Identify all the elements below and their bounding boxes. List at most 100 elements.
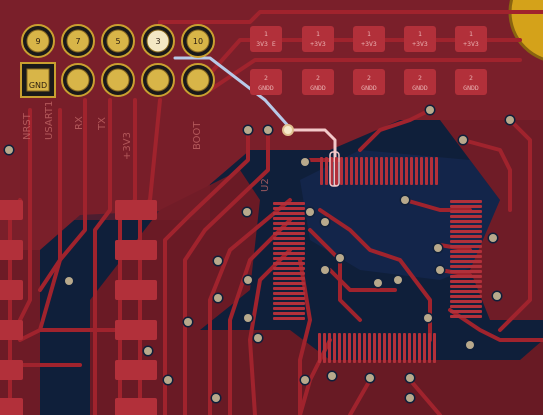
ic-pin[interactable]	[370, 157, 373, 185]
ic-pin[interactable]	[413, 333, 416, 363]
ic-pin[interactable]	[450, 245, 482, 248]
ic-pin[interactable]	[328, 333, 331, 363]
ic-pin[interactable]	[273, 227, 305, 230]
via[interactable]	[434, 244, 442, 252]
ic-pin[interactable]	[273, 212, 305, 215]
ic-pin[interactable]	[420, 157, 423, 185]
ic-pin[interactable]	[450, 220, 482, 223]
header-pin-bottom[interactable]	[181, 63, 215, 97]
via[interactable]	[506, 116, 514, 124]
ic-pin[interactable]	[418, 333, 421, 363]
smd-pad-top[interactable]: 1+3V3	[302, 26, 334, 52]
ic-pin[interactable]	[450, 265, 482, 268]
ic-pin[interactable]	[380, 157, 383, 185]
ic-pin[interactable]	[450, 270, 482, 273]
ic-pin[interactable]	[450, 210, 482, 213]
ic-pin[interactable]	[318, 333, 321, 363]
ic-pin[interactable]	[273, 267, 305, 270]
via[interactable]	[436, 266, 444, 274]
ic-pin[interactable]	[273, 302, 305, 305]
ic-pin[interactable]	[333, 333, 336, 363]
via[interactable]	[493, 292, 501, 300]
via[interactable]	[489, 234, 497, 242]
ic-pin[interactable]	[360, 157, 363, 185]
ic-pin[interactable]	[408, 333, 411, 363]
via[interactable]	[244, 126, 252, 134]
smd-pad-top[interactable]: 1+3V3	[455, 26, 487, 52]
ic-pin[interactable]	[273, 272, 305, 275]
ic-pin[interactable]	[435, 157, 438, 185]
via[interactable]	[212, 394, 220, 402]
ic-pin[interactable]	[273, 237, 305, 240]
ic-pin[interactable]	[273, 262, 305, 265]
via[interactable]	[306, 208, 314, 216]
via[interactable]	[244, 314, 252, 322]
ic-pin[interactable]	[273, 207, 305, 210]
via[interactable]	[243, 208, 251, 216]
via[interactable]	[401, 196, 409, 204]
ic-pin[interactable]	[273, 317, 305, 320]
ic-pin[interactable]	[450, 250, 482, 253]
ic-pin[interactable]	[450, 285, 482, 288]
via[interactable]	[424, 314, 432, 322]
ic-pin[interactable]	[273, 202, 305, 205]
ic-pin[interactable]	[450, 300, 482, 303]
ic-pin[interactable]	[273, 252, 305, 255]
ic-pin[interactable]	[273, 232, 305, 235]
via[interactable]	[254, 334, 262, 342]
ic-pin[interactable]	[393, 333, 396, 363]
ic-pin[interactable]	[273, 217, 305, 220]
via[interactable]	[426, 106, 434, 114]
via[interactable]	[394, 276, 402, 284]
via[interactable]	[366, 374, 374, 382]
ic-pin[interactable]	[320, 157, 323, 185]
ic-pin[interactable]	[450, 280, 482, 283]
header-pin-bottom[interactable]	[141, 63, 175, 97]
ic-pin[interactable]	[450, 260, 482, 263]
ic-pin[interactable]	[273, 312, 305, 315]
ic-pin[interactable]	[273, 292, 305, 295]
via[interactable]	[336, 254, 344, 262]
ic-pin[interactable]	[383, 333, 386, 363]
header-pin-top[interactable]: 3	[141, 24, 175, 58]
ic-pin[interactable]	[415, 157, 418, 185]
ic-pin[interactable]	[395, 157, 398, 185]
via[interactable]	[214, 257, 222, 265]
ic-pin[interactable]	[385, 157, 388, 185]
header-pin-top[interactable]: 10	[181, 24, 215, 58]
ic-pin[interactable]	[388, 333, 391, 363]
ic-pin[interactable]	[450, 235, 482, 238]
ic-pin[interactable]	[450, 295, 482, 298]
ic-pin[interactable]	[450, 230, 482, 233]
ic-pin[interactable]	[343, 333, 346, 363]
ic-pin[interactable]	[378, 333, 381, 363]
ic-pin[interactable]	[358, 333, 361, 363]
header-pin-bottom[interactable]	[101, 63, 135, 97]
via[interactable]	[406, 394, 414, 402]
via[interactable]	[5, 146, 13, 154]
left-smd-pads[interactable]	[0, 200, 157, 415]
ic-pin[interactable]	[450, 200, 482, 203]
ic-pin[interactable]	[273, 222, 305, 225]
selected-via[interactable]	[282, 124, 294, 136]
via[interactable]	[144, 347, 152, 355]
ic-pin[interactable]	[365, 157, 368, 185]
ic-pin[interactable]	[450, 305, 482, 308]
header-pin-bottom[interactable]: GND	[20, 62, 56, 98]
ic-pin[interactable]	[430, 157, 433, 185]
ic-pin[interactable]	[273, 247, 305, 250]
ic-pin[interactable]	[450, 275, 482, 278]
ic-pin[interactable]	[353, 333, 356, 363]
via[interactable]	[214, 294, 222, 302]
ic-pin[interactable]	[375, 157, 378, 185]
ic-pin[interactable]	[425, 157, 428, 185]
via[interactable]	[374, 279, 382, 287]
via[interactable]	[65, 277, 73, 285]
ic-footprint-right[interactable]	[450, 200, 482, 318]
